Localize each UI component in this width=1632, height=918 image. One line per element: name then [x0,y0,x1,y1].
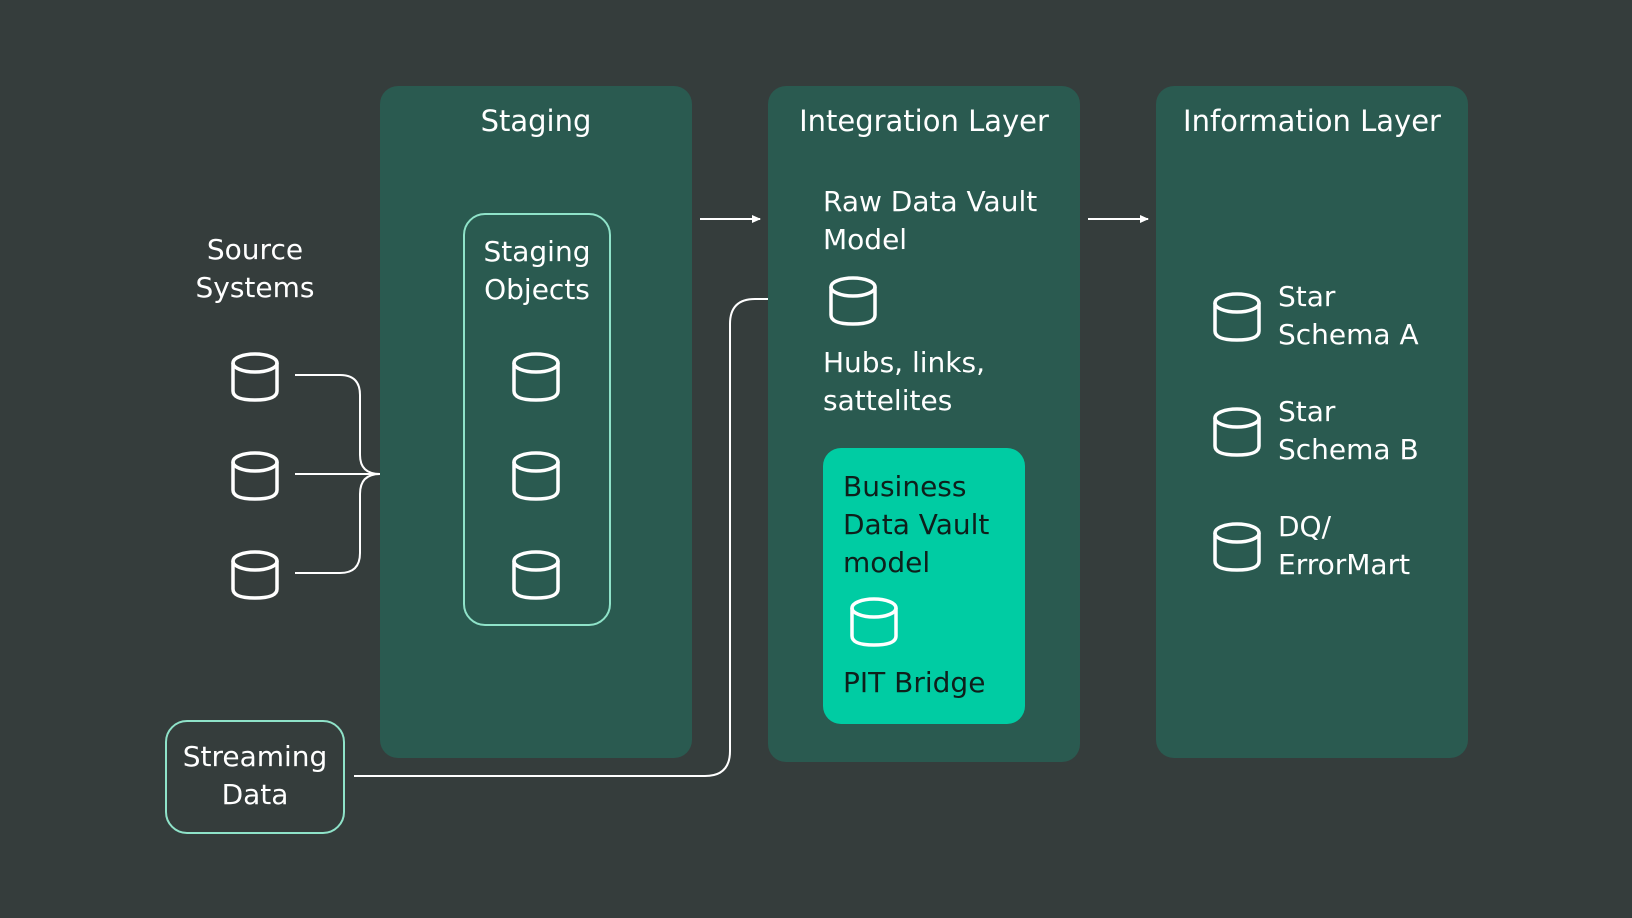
hubs-links-label: Hubs, links, sattelites [823,346,985,417]
raw-data-vault-label: Raw Data Vault Model [823,185,1038,256]
dq-errormart-label: DQ/ ErrorMart [1278,510,1411,581]
database-icon [1212,406,1262,458]
database-icon [511,549,561,601]
business-data-vault-label: Business Data Vault model [843,470,990,579]
staging-objects-box: Staging Objects [463,213,611,626]
database-icon [511,351,561,403]
database-icon [849,596,899,648]
information-layer-panel: Information Layer [1156,86,1468,758]
database-icon [1212,521,1262,573]
staging-title: Staging [480,104,592,138]
staging-objects-label: Staging Objects [483,235,591,306]
star-schema-a-label: Star Schema A [1278,280,1419,351]
staging-panel: Staging [380,86,692,758]
database-icon [230,450,280,502]
star-schema-b-label: Star Schema B [1278,395,1419,466]
pit-bridge-label: PIT Bridge [843,666,986,699]
source-3-connector [295,473,381,574]
streaming-data-label: Streaming Data [182,740,328,811]
database-icon [1212,291,1262,343]
database-icon [230,549,280,601]
database-icon [511,450,561,502]
source-1-connector [295,374,381,475]
source-systems-label: Source Systems [195,233,315,304]
information-layer-title: Information Layer [1183,104,1441,138]
business-data-vault-box: Business Data Vault model PIT Bridge [823,448,1025,724]
integration-layer-title: Integration Layer [799,104,1049,138]
streaming-data-box: Streaming Data [165,720,345,834]
database-icon [828,275,878,327]
database-icon [230,351,280,403]
